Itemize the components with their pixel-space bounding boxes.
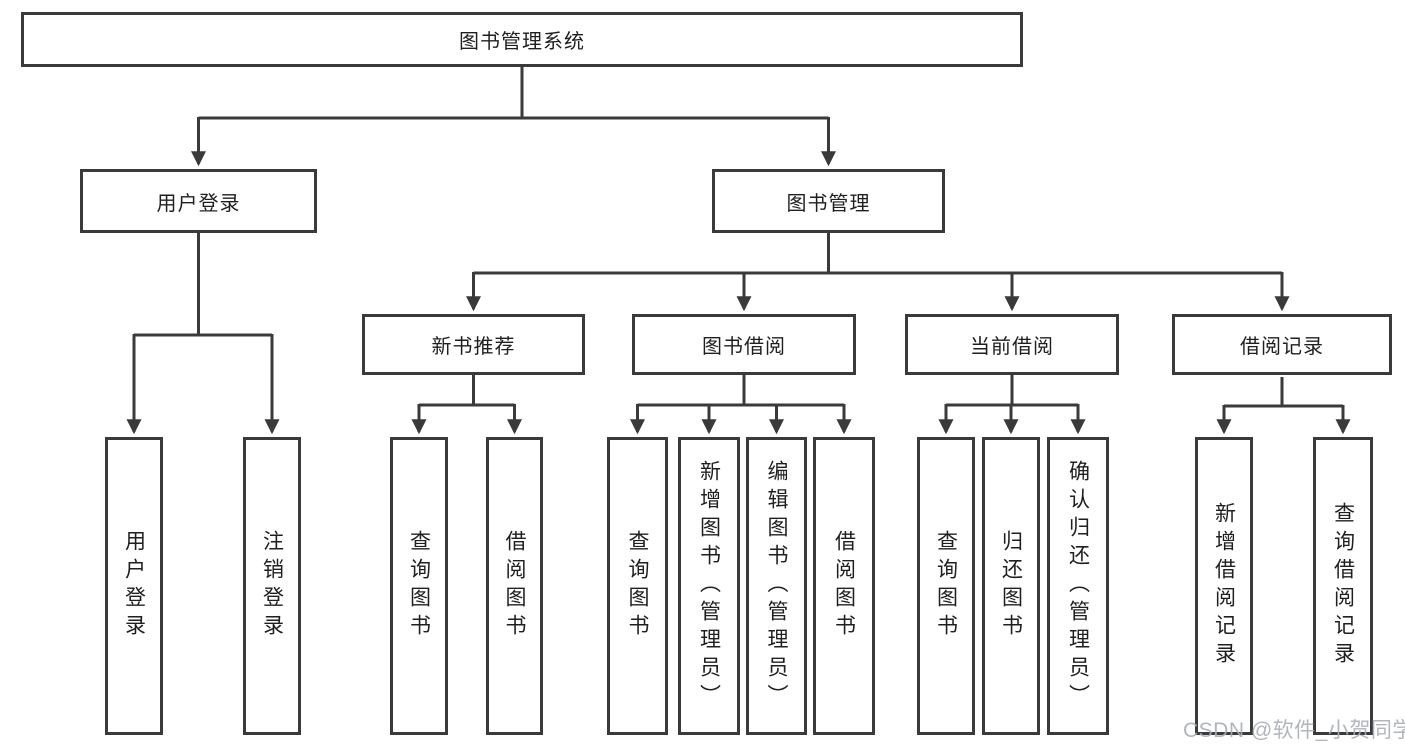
leaf-logout: 注销登录 bbox=[243, 437, 301, 735]
leaf-bb-query-books: 查询图书 bbox=[607, 437, 668, 735]
connector-new-book-group bbox=[411, 375, 522, 435]
leaf-br-query-record-label: 查询借阅记录 bbox=[1331, 502, 1355, 670]
leaf-cb-confirm-return-admin-label: 确认归还（管理员） bbox=[1066, 460, 1090, 712]
leaf-bb-borrow-books-label: 借阅图书 bbox=[832, 530, 856, 642]
node-book-borrowing: 图书借阅 bbox=[632, 314, 856, 375]
leaf-bb-borrow-books: 借阅图书 bbox=[813, 437, 875, 735]
leaf-bb-add-books-admin: 新增图书（管理员） bbox=[678, 437, 740, 735]
node-borrowing-records: 借阅记录 bbox=[1172, 314, 1392, 375]
leaf-bb-edit-books-admin: 编辑图书（管理员） bbox=[746, 437, 807, 735]
leaf-nb-borrow-books-label: 借阅图书 bbox=[503, 530, 526, 642]
leaf-nb-query-books-label: 查询图书 bbox=[407, 530, 431, 642]
leaf-cb-query-books: 查询图书 bbox=[917, 437, 975, 735]
connector-book-management-to-level3 bbox=[466, 231, 1290, 312]
leaf-cb-query-books-label: 查询图书 bbox=[934, 530, 958, 642]
leaf-bb-add-books-admin-label: 新增图书（管理员） bbox=[697, 460, 721, 712]
node-user-login: 用户登录 bbox=[80, 169, 317, 233]
leaf-nb-query-books: 查询图书 bbox=[390, 437, 448, 735]
leaf-bb-query-books-label: 查询图书 bbox=[626, 530, 649, 642]
leaf-br-query-record: 查询借阅记录 bbox=[1313, 437, 1373, 735]
node-book-management: 图书管理 bbox=[712, 169, 945, 233]
connector-borrowing-records-group bbox=[1216, 377, 1351, 435]
node-current-borrowing: 当前借阅 bbox=[905, 314, 1119, 375]
leaf-cb-return-books-label: 归还图书 bbox=[999, 530, 1023, 642]
connector-current-borrowing-group bbox=[938, 375, 1086, 435]
leaf-br-add-record: 新增借阅记录 bbox=[1195, 437, 1253, 735]
leaf-logout-label: 注销登录 bbox=[260, 530, 284, 642]
node-new-book-recommendation: 新书推荐 bbox=[362, 314, 585, 375]
leaf-nb-borrow-books: 借阅图书 bbox=[486, 437, 543, 735]
csdn-watermark: CSDN @软件_小贺同学 bbox=[1183, 719, 1405, 742]
leaf-br-add-record-label: 新增借阅记录 bbox=[1212, 502, 1236, 670]
leaf-user-login: 用户登录 bbox=[105, 437, 163, 735]
connector-user-login-group bbox=[126, 233, 280, 435]
leaf-cb-confirm-return-admin: 确认归还（管理员） bbox=[1047, 437, 1109, 735]
leaf-cb-return-books: 归还图书 bbox=[982, 437, 1040, 735]
connector-root-to-level2 bbox=[191, 67, 836, 167]
connector-book-borrowing-group bbox=[630, 375, 852, 435]
leaf-bb-edit-books-admin-label: 编辑图书（管理员） bbox=[765, 460, 788, 712]
leaf-user-login-label: 用户登录 bbox=[122, 530, 146, 642]
node-library-management-system: 图书管理系统 bbox=[21, 12, 1023, 67]
